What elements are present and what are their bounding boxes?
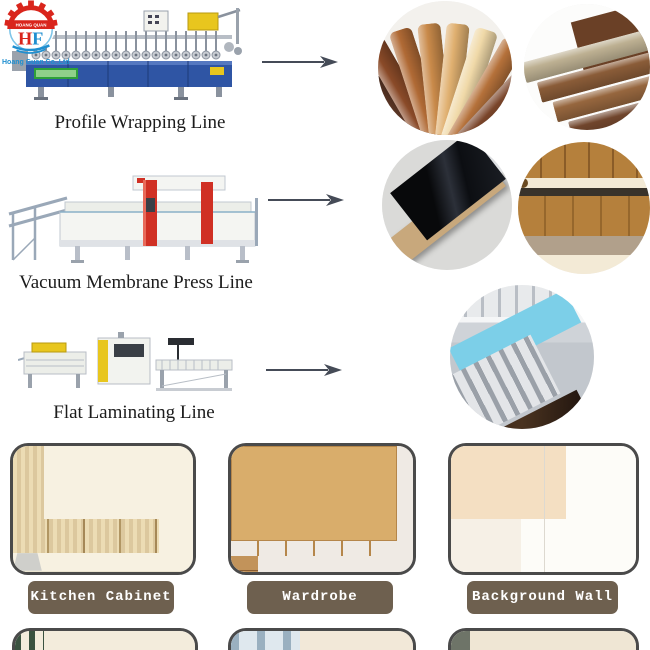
arrow-right-icon (266, 364, 342, 376)
application-photo-kitchen-cabinet (10, 443, 196, 575)
line-label-flat-laminating: Flat Laminating Line (53, 402, 215, 423)
product-photo-skirting-boards (524, 4, 650, 130)
machine-image-flat-laminating (18, 332, 233, 391)
product-photo-laminated-panel (450, 285, 594, 429)
application-photo-partial-middle (228, 628, 416, 650)
line-label-vacuum-press: Vacuum Membrane Press Line (19, 272, 253, 293)
company-logo: HOANG QUAN H F Hoang Guan Co.,Ltd (2, 0, 74, 67)
arrow-right-icon (268, 194, 344, 206)
application-label-background-wall: Background Wall (467, 581, 618, 614)
line-label-profile-wrapping: Profile Wrapping Line (54, 112, 226, 133)
application-photo-partial-left (12, 628, 198, 650)
logo-gear-icon: HOANG QUAN H F (4, 0, 58, 54)
product-photo-kitchen-interior (518, 142, 650, 274)
machine-image-profile-wrapping (12, 8, 242, 100)
application-label-kitchen-cabinet: Kitchen Cabinet (28, 581, 174, 614)
logo-arc-text: HOANG QUAN (16, 23, 47, 28)
product-photo-wood-profiles (378, 1, 512, 135)
application-photo-partial-right (448, 628, 639, 650)
logo-initial-f: F (32, 28, 43, 48)
application-photo-background-wall (448, 443, 639, 575)
machine-image-vacuum-press (8, 175, 258, 263)
application-label-wardrobe: Wardrobe (247, 581, 393, 614)
product-photo-gloss-panels (382, 140, 512, 270)
logo-initial-h: H (18, 28, 32, 48)
company-name: Hoang Guan Co.,Ltd (2, 59, 70, 66)
arrow-right-icon (262, 56, 338, 68)
application-photo-wardrobe (228, 443, 416, 575)
